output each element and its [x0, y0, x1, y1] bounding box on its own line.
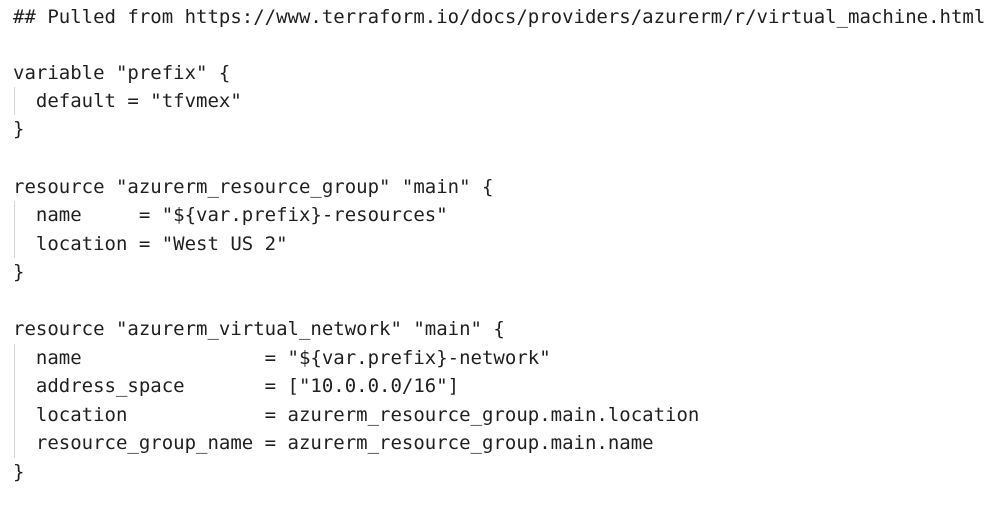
indent-guide: [14, 87, 15, 115]
indent-guide: [14, 344, 15, 458]
code-line-vnet-resource-group-name: resource_group_name = azurerm_resource_g…: [13, 432, 654, 454]
code-line-default: default = "tfvmex": [13, 90, 242, 112]
code-line-close-brace: }: [13, 118, 25, 140]
code-line-variable-prefix: variable "prefix" {: [13, 62, 231, 84]
code-line-comment: ## Pulled from https://www.terraform.io/…: [13, 6, 986, 28]
code-line-vnet-address-space: address_space = ["10.0.0.0/16"]: [13, 375, 460, 397]
code-line-close-brace: }: [13, 261, 25, 283]
code-line-rg-name: name = "${var.prefix}-resources": [13, 204, 448, 226]
code-line-virtual-network: resource "azurerm_virtual_network" "main…: [13, 318, 505, 340]
code-line-resource-group: resource "azurerm_resource_group" "main"…: [13, 176, 494, 198]
code-line-close-brace: }: [13, 461, 25, 483]
code-line-rg-location: location = "West US 2": [13, 233, 288, 255]
code-line-vnet-location: location = azurerm_resource_group.main.l…: [13, 404, 700, 426]
code-line-vnet-name: name = "${var.prefix}-network": [13, 347, 551, 369]
indent-guide: [14, 201, 15, 258]
